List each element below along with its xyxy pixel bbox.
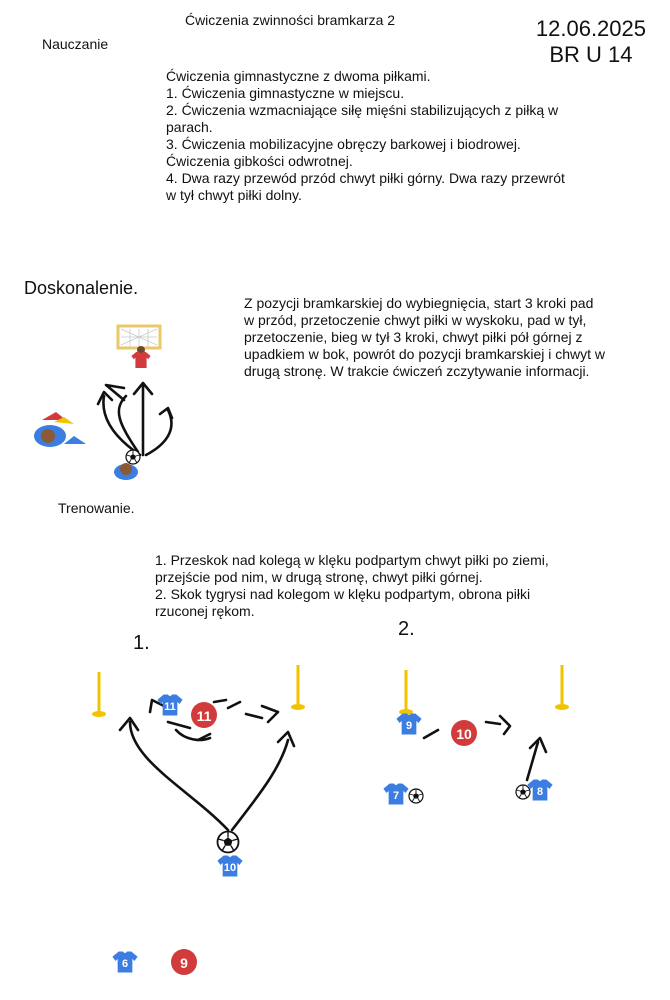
player-number: 9 <box>406 720 412 732</box>
pole-icon <box>291 665 305 710</box>
ball-icon <box>408 788 424 804</box>
player-shirt-icon: 11 <box>157 694 183 716</box>
player-shirt-icon: 6 <box>112 951 138 973</box>
page-title: Ćwiczenia zwinności bramkarza 2 <box>184 12 396 28</box>
text-line: przejście pod nim, w drugą stronę, chwyt… <box>155 569 483 585</box>
player-number: 11 <box>164 701 176 713</box>
player-shirt-icon: 8 <box>527 779 553 801</box>
player-shirt-icon: 9 <box>396 713 422 735</box>
drill-arrows <box>96 381 174 457</box>
pole-icon <box>399 670 413 715</box>
text-line: w przód, przetoczenie chwyt piłki w wysk… <box>244 312 587 328</box>
player-number: 10 <box>456 726 472 742</box>
group-text: BR U 14 <box>549 42 633 67</box>
trenowanie-paragraph: 1. Przeskok nad kolegą w klęku podpartym… <box>155 552 575 620</box>
ball-icon <box>216 830 240 854</box>
date-block: 12.06.2025 BR U 14 <box>536 16 646 68</box>
text-line: w tył chwyt piłki dolny. <box>166 187 302 203</box>
text-line: rzuconej rękom. <box>155 603 255 619</box>
text-line: Ćwiczenia gibkości odwrotnej. <box>166 153 353 169</box>
keeper-start-icon <box>114 449 141 480</box>
date-text: 12.06.2025 <box>535 16 646 41</box>
cone-cluster-icon <box>34 412 86 447</box>
player-number: 8 <box>537 786 543 798</box>
text-line: Z pozycji bramkarskiej do wybiegnięcia, … <box>244 295 594 311</box>
section-label-doskonalenie: Doskonalenie. <box>24 278 139 298</box>
diagram-2-label: 2. <box>398 618 415 640</box>
goal-icon <box>116 324 162 350</box>
player-shirt-icon: 10 <box>217 855 243 877</box>
goalkeeper-shirt-icon <box>131 346 151 368</box>
player-number: 7 <box>393 790 399 802</box>
text-line: 3. Ćwiczenia mobilizacyjne obręczy barko… <box>166 136 521 152</box>
drill-2-arrows <box>422 714 548 782</box>
nauczanie-paragraph: Ćwiczenia gimnastyczne z dwoma piłkami. … <box>166 68 586 204</box>
doskonalenie-paragraph: Z pozycji bramkarskiej do wybiegnięcia, … <box>244 295 644 380</box>
player-number: 6 <box>122 958 128 970</box>
text-line: przetoczenie, bieg w tył 3 kroki, chwyt … <box>244 329 583 345</box>
text-line: Ćwiczenia gimnastyczne z dwoma piłkami. <box>166 68 431 84</box>
pole-icon <box>92 672 106 717</box>
player-shirt-icon: 7 <box>383 783 409 805</box>
section-label-nauczanie: Nauczanie <box>42 36 109 52</box>
text-line: 4. Dwa razy przewód przód chwyt piłki gó… <box>166 170 565 186</box>
text-line: upadkiem w bok, powrót do pozycji bramka… <box>244 346 606 362</box>
text-line: 2. Skok tygrysi nad kolegom w klęku podp… <box>155 586 531 602</box>
player-number: 9 <box>180 955 188 971</box>
text-line: 1. Przeskok nad kolegą w klęku podpartym… <box>155 552 549 568</box>
player-number: 10 <box>224 862 236 874</box>
text-line: 1. Ćwiczenia gimnastyczne w miejscu. <box>166 85 405 101</box>
text-line: 2. Ćwiczenia wzmacniające siłę mięśni st… <box>166 102 559 118</box>
text-line: drugą stronę. W trakcie ćwiczeń zczytywa… <box>244 363 590 379</box>
pole-icon <box>555 665 569 710</box>
red-player-icon: 10 <box>451 720 477 746</box>
ball-icon <box>515 784 531 800</box>
text-line: parach. <box>166 119 213 135</box>
drill-1-arrows <box>118 698 296 832</box>
diagram-1-label: 1. <box>133 632 150 654</box>
red-player-icon: 9 <box>171 949 197 975</box>
player-number: 11 <box>197 708 212 724</box>
section-label-trenowanie: Trenowanie. <box>58 500 135 516</box>
red-player-icon: 11 <box>191 702 217 728</box>
